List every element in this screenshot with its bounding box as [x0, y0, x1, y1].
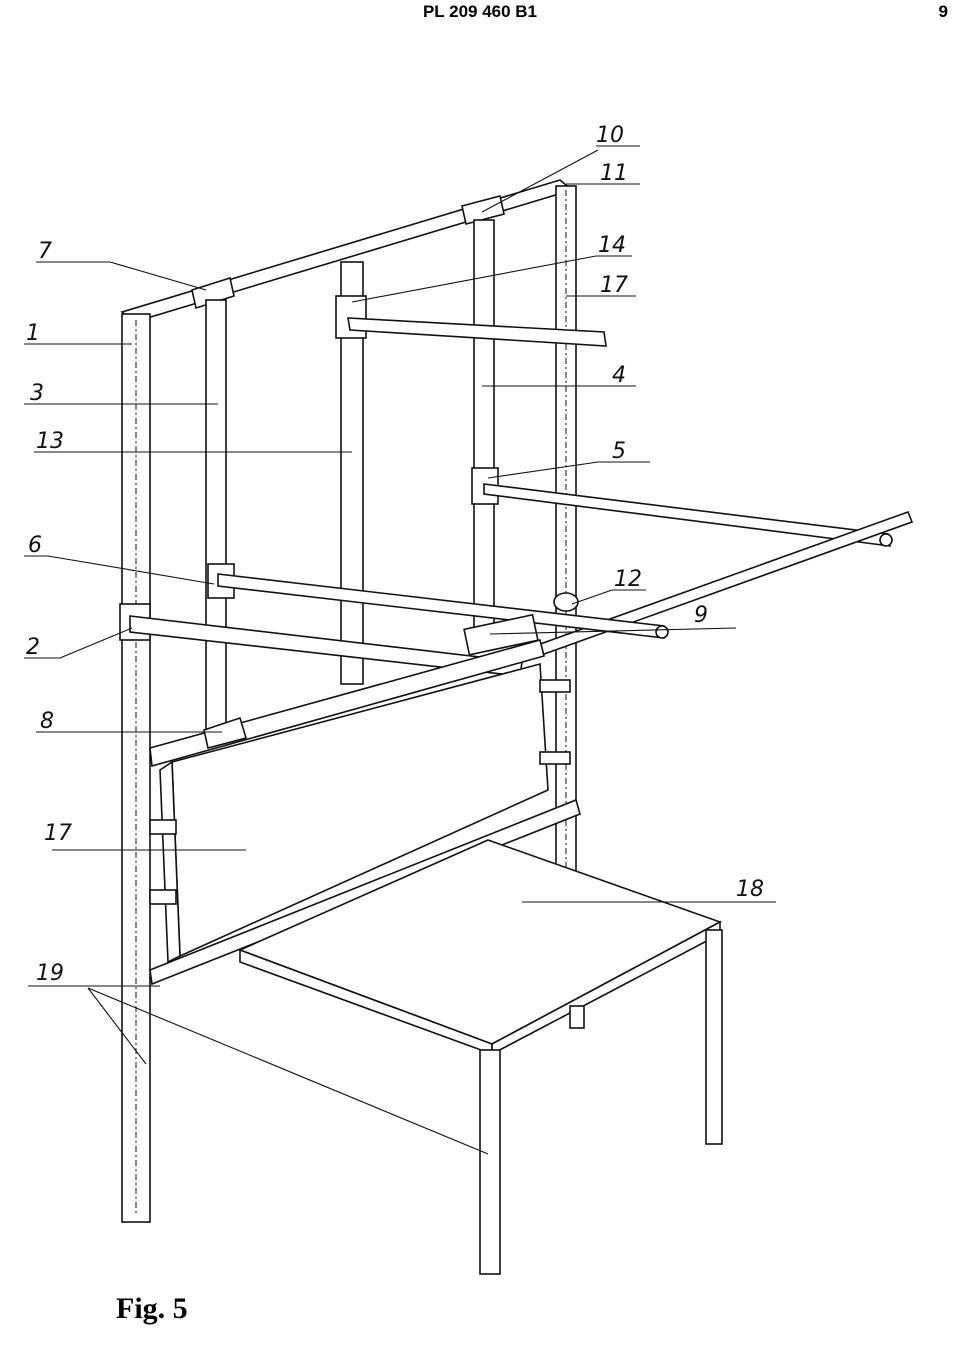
- svg-text:17: 17: [600, 273, 628, 298]
- svg-text:17: 17: [44, 821, 72, 846]
- vertical-rail-3: [205, 299, 227, 731]
- arm-5: [483, 483, 893, 547]
- svg-text:10: 10: [596, 123, 624, 148]
- svg-text:6: 6: [28, 533, 42, 558]
- svg-text:5: 5: [612, 439, 626, 464]
- rod-12: [516, 510, 914, 664]
- svg-text:4: 4: [612, 363, 626, 388]
- svg-text:14: 14: [598, 233, 626, 258]
- svg-text:2: 2: [26, 635, 40, 660]
- page-number: 9: [938, 2, 948, 21]
- arm-6: [207, 563, 669, 639]
- svg-text:18: 18: [736, 877, 764, 902]
- svg-text:12: 12: [614, 567, 642, 592]
- svg-text:1: 1: [26, 321, 40, 346]
- right-post: [555, 185, 577, 887]
- svg-text:3: 3: [30, 381, 44, 406]
- svg-text:8: 8: [40, 709, 54, 734]
- figure-caption: Fig. 5: [116, 1292, 188, 1325]
- top-rail: [120, 179, 574, 323]
- document-number: PL 209 460 B1: [422, 2, 538, 21]
- svg-text:13: 13: [36, 429, 64, 454]
- svg-text:19: 19: [36, 961, 64, 986]
- lower-diagonal-bar: [149, 639, 545, 768]
- svg-text:11: 11: [600, 161, 628, 186]
- board-17: [149, 662, 571, 964]
- svg-text:9: 9: [694, 603, 708, 628]
- vertical-rail-4: [471, 219, 499, 631]
- left-post: [121, 313, 151, 1223]
- table-18: [237, 839, 723, 1275]
- upper-shelf: [347, 317, 607, 347]
- svg-text:7: 7: [38, 239, 52, 264]
- reference-labels: 10 11 7 14 17 1 4 3 13 5 6 12 2 9: [24, 123, 776, 1155]
